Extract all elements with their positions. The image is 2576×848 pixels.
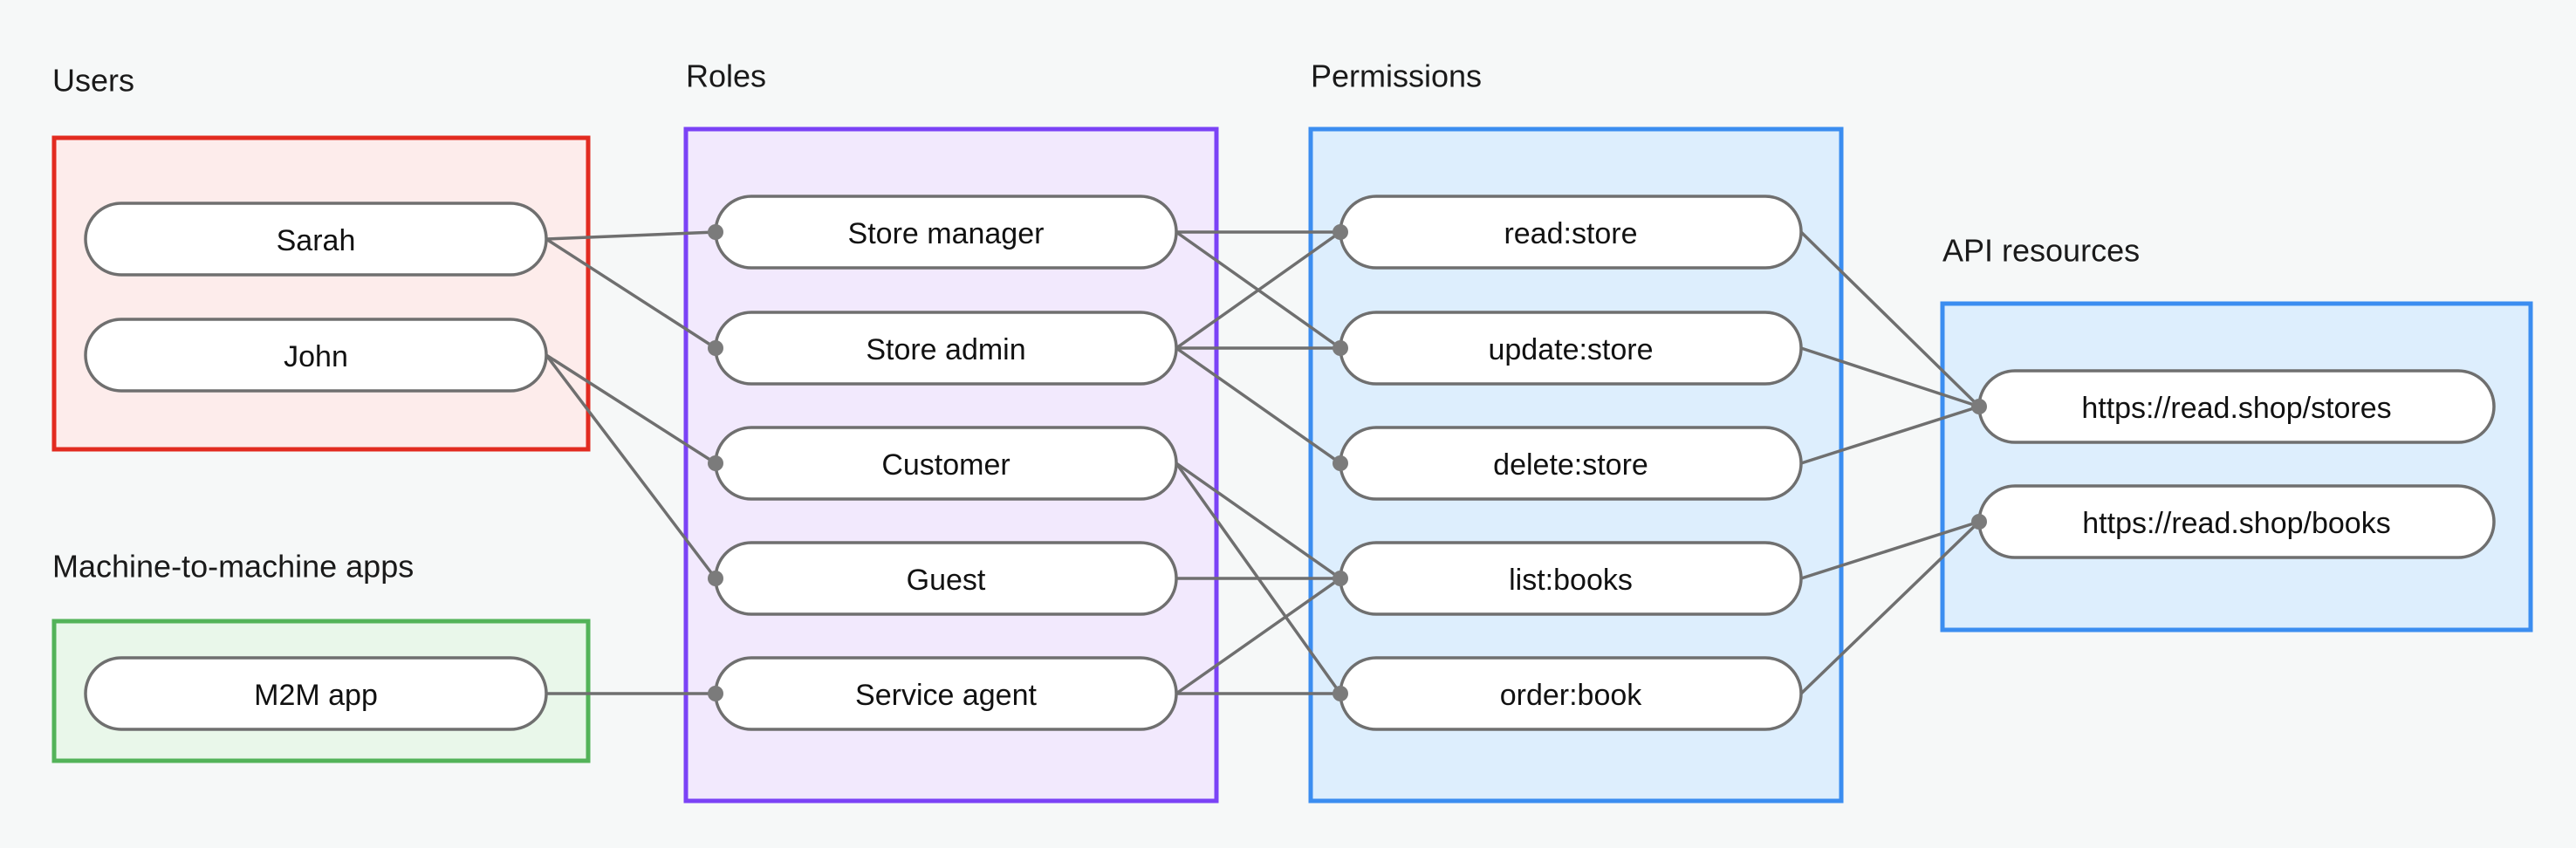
node-service-agent[interactable]: Service agent [714, 656, 1178, 731]
endpoint-layer [708, 224, 1987, 701]
edge-sarah-to-store-manager [545, 230, 716, 241]
group-box-users [51, 135, 591, 452]
group-users: Users [51, 63, 591, 452]
node-label-john: John [284, 340, 348, 373]
edge-john-to-guest [545, 353, 717, 580]
node-store-manager[interactable]: Store manager [714, 195, 1178, 270]
node-res-stores[interactable]: https://read.shop/stores [1977, 369, 2496, 444]
node-sarah[interactable]: Sarah [84, 202, 548, 277]
edge-endpoint-store-admin-l [708, 340, 723, 356]
edge-sarah-to-store-admin [545, 237, 716, 350]
node-label-res-books: https://read.shop/books [2082, 507, 2390, 540]
edge-layer [545, 230, 1981, 695]
node-shape-m2m-app[interactable] [84, 656, 548, 731]
edge-list-books-to-res-books [1800, 520, 1980, 580]
node-store-admin[interactable]: Store admin [714, 311, 1178, 386]
group-title-users: Users [52, 63, 134, 99]
group-title-permissions: Permissions [1311, 58, 1482, 94]
node-label-delete-store: delete:store [1493, 448, 1648, 482]
node-label-list-books: list:books [1509, 564, 1633, 597]
edge-endpoint-store-manager-l [708, 224, 723, 240]
edge-endpoint-delete-store-l [1333, 455, 1348, 471]
node-list-books[interactable]: list:books [1339, 541, 1803, 616]
node-label-res-stores: https://read.shop/stores [2081, 392, 2391, 425]
edge-endpoint-update-store-l [1333, 340, 1348, 356]
node-shape-john[interactable] [84, 318, 548, 393]
edge-store-admin-to-delete-store [1175, 346, 1342, 465]
node-label-order-book: order:book [1500, 679, 1643, 712]
node-customer[interactable]: Customer [714, 426, 1178, 501]
edge-endpoint-order-book-l [1333, 686, 1348, 701]
node-john[interactable]: John [84, 318, 548, 393]
group-box-api-resources [1940, 301, 2533, 633]
node-label-sarah: Sarah [277, 224, 356, 257]
node-guest[interactable]: Guest [714, 541, 1178, 616]
edge-endpoint-service-agent-l [708, 686, 723, 701]
edge-endpoint-res-books-l [1971, 514, 1987, 530]
edge-endpoint-read-store-l [1333, 224, 1348, 240]
edge-update-store-to-res-stores [1800, 346, 1980, 408]
node-order-book[interactable]: order:book [1339, 656, 1803, 731]
node-delete-store[interactable]: delete:store [1339, 426, 1803, 501]
group-api-resources: API resources [1940, 233, 2533, 633]
edge-store-admin-to-read-store [1175, 230, 1342, 350]
node-label-read-store: read:store [1504, 217, 1637, 250]
node-res-books[interactable]: https://read.shop/books [1977, 484, 2496, 559]
edge-order-book-to-res-books [1799, 520, 1981, 695]
edge-read-store-to-res-stores [1799, 230, 1981, 408]
edge-endpoint-customer-l [708, 455, 723, 471]
edge-customer-to-list-books [1175, 462, 1342, 580]
group-title-api-resources: API resources [1942, 233, 2140, 269]
node-read-store[interactable]: read:store [1339, 195, 1803, 270]
edge-delete-store-to-res-stores [1800, 405, 1980, 465]
node-label-store-admin: Store admin [866, 333, 1025, 366]
node-label-service-agent: Service agent [855, 679, 1037, 712]
edge-endpoint-res-stores-l [1971, 399, 1987, 414]
node-label-update-store: update:store [1488, 333, 1653, 366]
edge-service-agent-to-list-books [1175, 577, 1342, 695]
group-title-m2m: Machine-to-machine apps [52, 549, 414, 585]
group-title-roles: Roles [686, 58, 766, 94]
edge-john-to-customer [545, 353, 716, 465]
node-update-store[interactable]: update:store [1339, 311, 1803, 386]
node-label-store-manager: Store manager [848, 217, 1045, 250]
node-label-m2m-app: M2M app [254, 679, 378, 712]
edge-endpoint-guest-l [708, 571, 723, 586]
node-label-guest: Guest [907, 564, 986, 597]
edge-endpoint-list-books-l [1333, 571, 1348, 586]
node-m2m-app[interactable]: M2M app [84, 656, 548, 731]
node-label-customer: Customer [881, 448, 1010, 482]
node-shape-sarah[interactable] [84, 202, 548, 277]
